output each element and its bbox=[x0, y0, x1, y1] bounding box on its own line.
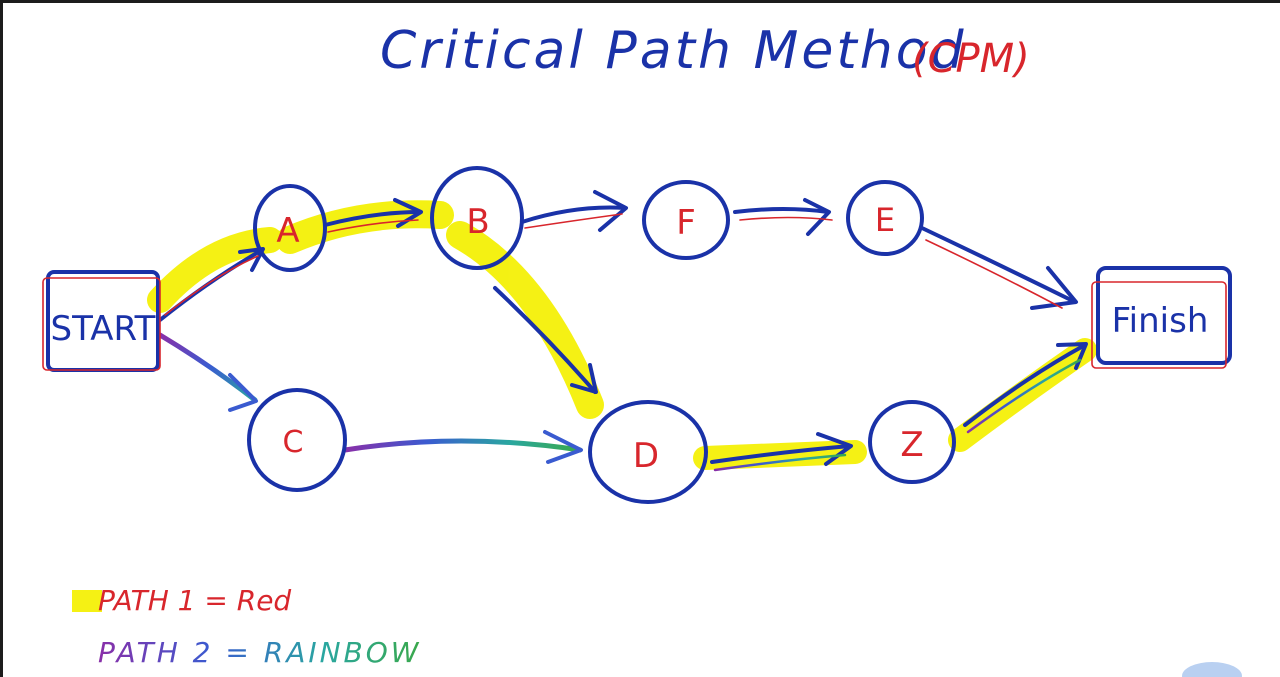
corner-decoration bbox=[1182, 662, 1242, 677]
node-e-label: E bbox=[875, 201, 895, 239]
nodes: START A B F E Finish C bbox=[42, 166, 1232, 504]
legend-highlight-swatch bbox=[72, 590, 102, 612]
edge-b-f bbox=[520, 190, 628, 232]
node-finish: Finish bbox=[1091, 266, 1232, 369]
edges bbox=[157, 190, 1088, 472]
node-a-label: A bbox=[276, 211, 299, 251]
node-finish-label: Finish bbox=[1112, 301, 1209, 341]
node-f: F bbox=[642, 180, 730, 260]
node-b-label: B bbox=[466, 202, 489, 242]
node-f-label: F bbox=[676, 203, 696, 243]
edge-b-d bbox=[493, 286, 598, 394]
edge-d-z bbox=[710, 432, 853, 472]
node-b: B bbox=[430, 166, 524, 270]
edge-e-finish bbox=[920, 226, 1078, 310]
edge-z-finish bbox=[963, 342, 1088, 434]
node-z-label: Z bbox=[900, 425, 923, 465]
node-a: A bbox=[253, 184, 327, 272]
title-main: Critical Path Method bbox=[380, 21, 967, 81]
edge-a-b bbox=[323, 198, 423, 233]
edge-start-a bbox=[158, 247, 265, 322]
node-e: E bbox=[846, 180, 924, 256]
edge-f-e bbox=[733, 198, 833, 236]
legend-path2: PATH 2 = RAINBOW bbox=[98, 636, 422, 669]
title-abbr: (CPM) bbox=[912, 36, 1030, 82]
edge-c-d bbox=[342, 430, 583, 464]
edge-start-c bbox=[157, 332, 258, 412]
node-z: Z bbox=[868, 400, 956, 484]
node-c: C bbox=[247, 388, 347, 492]
legend-path1: PATH 1 = Red bbox=[98, 584, 291, 617]
highlight-b-d bbox=[446, 221, 604, 419]
title: Critical Path Method (CPM) bbox=[380, 21, 1030, 82]
node-c-label: C bbox=[283, 425, 304, 460]
node-d-label: D bbox=[633, 436, 659, 476]
legend: PATH 1 = Red PATH 2 = RAINBOW bbox=[98, 584, 422, 669]
node-d: D bbox=[588, 400, 708, 504]
node-start: START bbox=[42, 270, 161, 372]
node-start-label: START bbox=[51, 309, 156, 349]
